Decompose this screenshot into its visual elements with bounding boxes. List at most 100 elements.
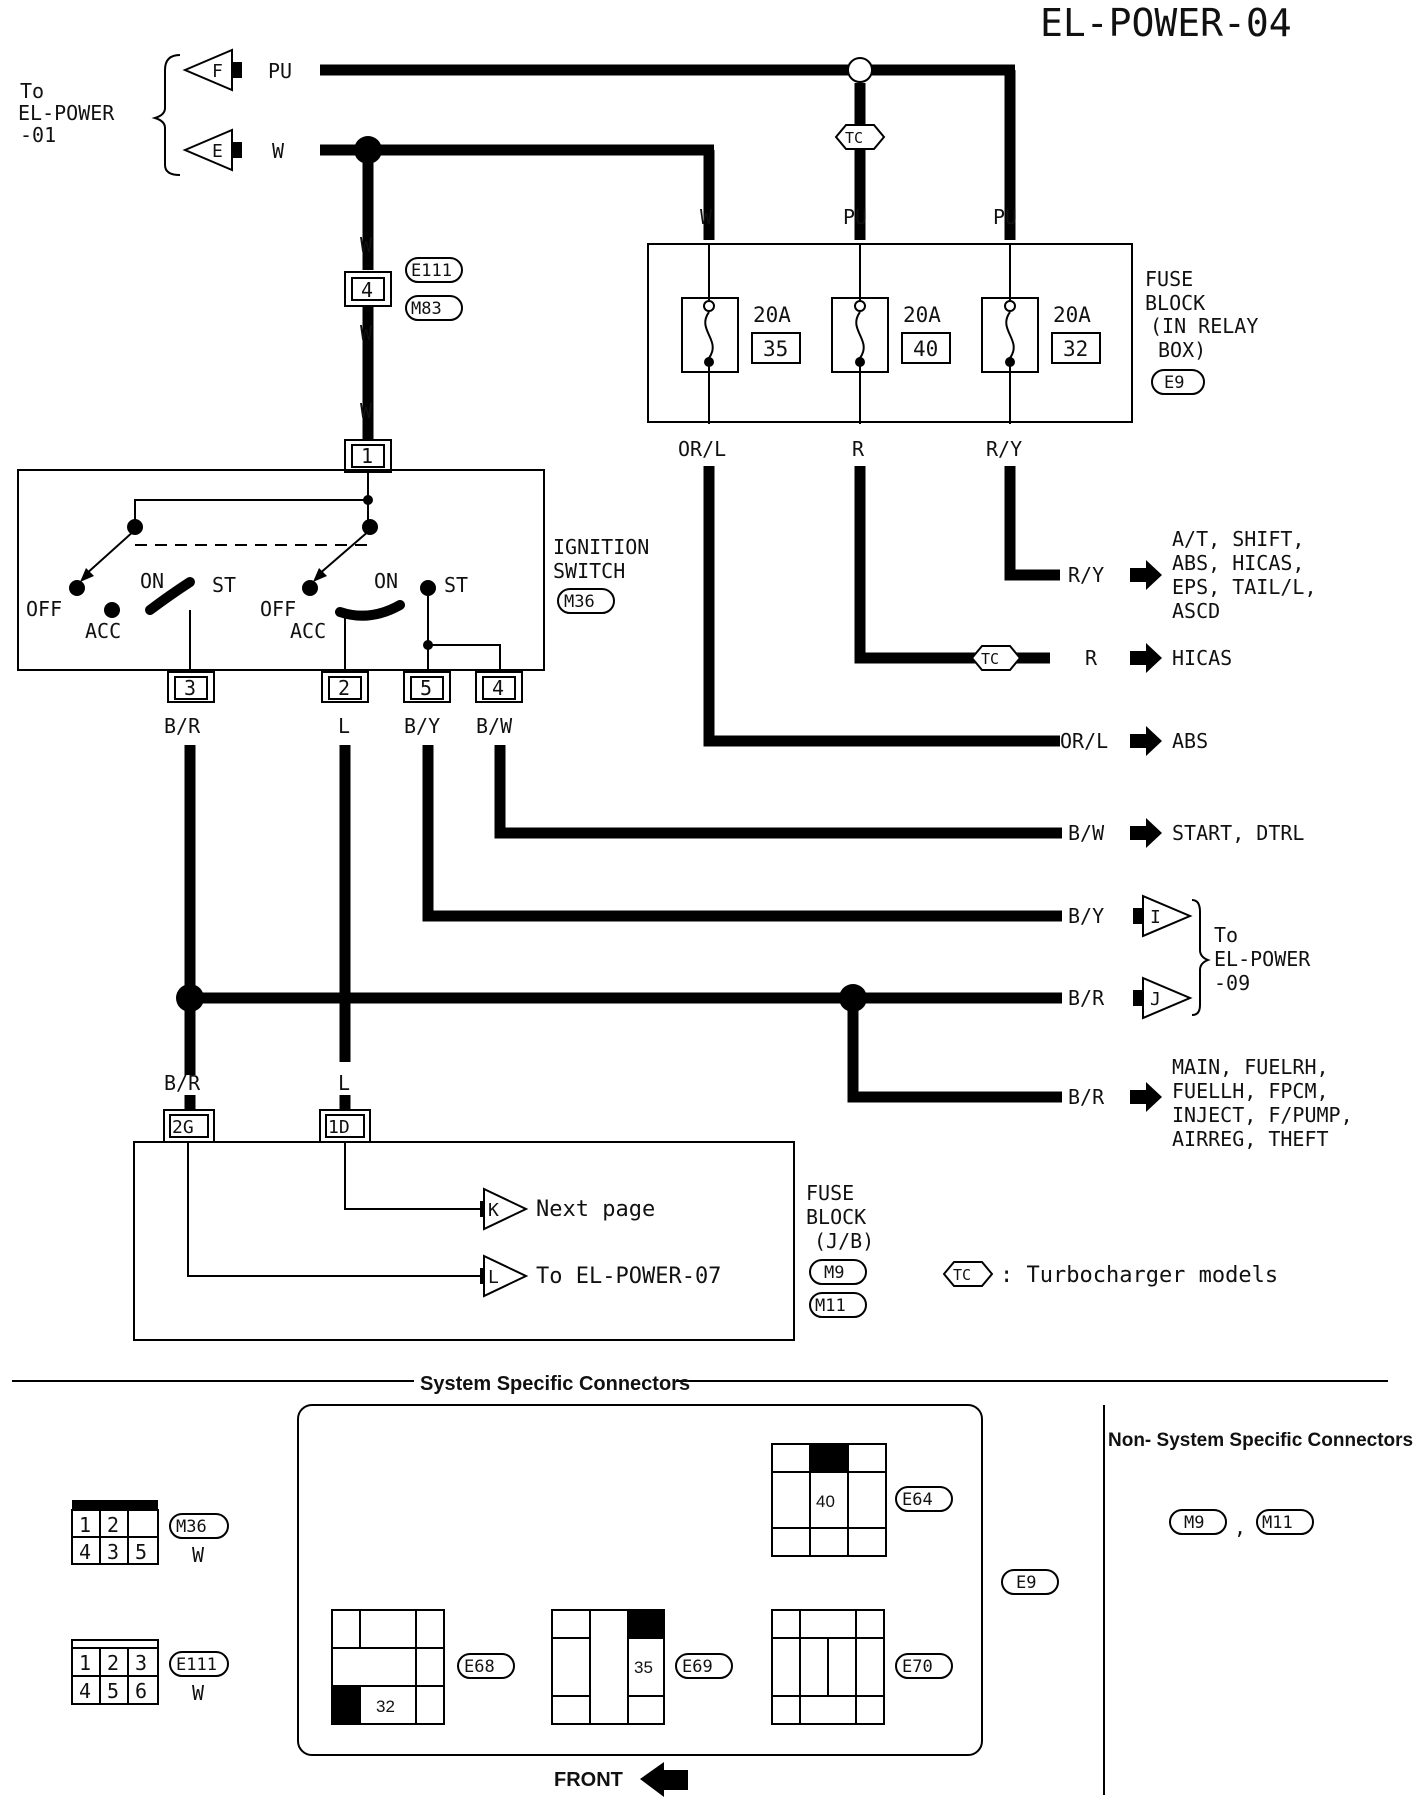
svg-text:ON: ON — [374, 569, 398, 593]
ignition-switch-internals — [69, 472, 501, 672]
connector-M9-badge: M9 — [809, 1259, 867, 1285]
jb-br-wire: B/R — [164, 1071, 201, 1095]
front-label: FRONT — [554, 1769, 623, 1791]
svg-text:FUSE: FUSE — [806, 1181, 854, 1205]
svg-text:E64: E64 — [902, 1490, 933, 1510]
fuse40-num-box — [901, 332, 951, 364]
svg-text:K: K — [488, 1200, 499, 1221]
svg-text:SWITCH: SWITCH — [553, 559, 625, 583]
svg-text:40: 40 — [816, 1492, 835, 1511]
connector-E9-section-badge: E9 — [1001, 1569, 1059, 1595]
svg-text:To: To — [20, 79, 44, 103]
e111-color: W — [192, 1681, 205, 1705]
svg-text:1: 1 — [361, 444, 373, 468]
jb-to-el-power-07[interactable]: To EL-POWER-07 — [536, 1264, 721, 1289]
svg-text:ACC: ACC — [85, 619, 121, 643]
svg-text:TC: TC — [845, 129, 863, 147]
svg-text:OFF: OFF — [26, 597, 62, 621]
fuse32-amp: 20A — [1053, 303, 1091, 327]
svg-text:-01: -01 — [20, 123, 56, 147]
svg-text:M9: M9 — [1184, 1513, 1204, 1533]
svg-text:ASCD: ASCD — [1172, 599, 1220, 623]
svg-text:4: 4 — [79, 1679, 91, 1703]
brace-left — [151, 54, 181, 176]
svg-text:TC: TC — [953, 1266, 971, 1284]
svg-text:BLOCK: BLOCK — [806, 1205, 866, 1229]
svg-text:IGNITION: IGNITION — [553, 535, 649, 559]
to-el-power-09-label: To EL-POWER -09 — [1214, 923, 1311, 995]
system-specific-title: System Specific Connectors — [420, 1373, 690, 1395]
wire-bw — [494, 745, 1062, 839]
out-br2-wire: B/R — [1068, 1085, 1105, 1109]
svg-text:(J/B): (J/B) — [814, 1229, 874, 1253]
fuse-32[interactable] — [981, 244, 1039, 424]
splice-br-left[interactable] — [176, 984, 204, 1012]
ignition-top-connector: 1 — [344, 439, 392, 473]
fuse-40[interactable] — [831, 244, 889, 424]
svg-text:2: 2 — [338, 676, 350, 700]
joint-wire-bottom: W — [360, 399, 373, 423]
non-system-M9-badge: M9 — [1169, 1509, 1227, 1535]
tc-tag-r: TC — [970, 645, 1022, 671]
connector-E70-badge: E70 — [895, 1653, 953, 1679]
svg-text:5: 5 — [107, 1679, 119, 1703]
joint-connector: 4 — [344, 271, 392, 307]
svg-text:2: 2 — [107, 1651, 119, 1675]
svg-text:M83: M83 — [411, 299, 442, 319]
wire-ry — [1004, 466, 1060, 581]
svg-text:I: I — [1150, 907, 1161, 928]
non-system-sep: , — [1234, 1515, 1246, 1539]
arrow-r — [1130, 643, 1162, 673]
jb-next-page[interactable]: Next page — [536, 1197, 655, 1222]
out-br2-dest: MAIN, FUELRH, FUELLH, FPCM, INJECT, F/PU… — [1172, 1055, 1353, 1151]
svg-text:TC: TC — [981, 650, 999, 668]
ignition-pin-5: 5 — [403, 671, 451, 703]
svg-text:2G: 2G — [172, 1117, 194, 1138]
fuse-block-jb-label: FUSE BLOCK (J/B) — [806, 1181, 874, 1253]
connector-M11-badge: M11 — [809, 1292, 867, 1318]
out-bw-dest: START, DTRL — [1172, 821, 1304, 845]
connector-M36-face-badge: M36 — [169, 1513, 229, 1539]
svg-text:4: 4 — [79, 1540, 91, 1564]
connector-face-E69: 35 — [551, 1609, 665, 1725]
fuse32-out-label: R/Y — [986, 437, 1022, 461]
svg-text:ABS, HICAS,: ABS, HICAS, — [1172, 551, 1304, 575]
jb-l-wire: L — [338, 1071, 350, 1095]
brace-right — [1191, 899, 1211, 1016]
svg-text:E68: E68 — [464, 1657, 495, 1677]
fuse40-amp: 20A — [903, 303, 941, 327]
front-arrow-icon — [640, 1762, 688, 1797]
joint-wire-mid: W — [360, 321, 373, 345]
out-br-wire: B/R — [1068, 986, 1105, 1010]
ignition-pin-3: 3 — [167, 671, 215, 703]
svg-text:E: E — [212, 141, 223, 162]
ignition-position-labels: OFF ACC ON ST OFF ACC ON ST — [26, 569, 468, 643]
tc-tag-fuse40: TC — [834, 124, 886, 150]
connector-E9-badge: E9 — [1151, 369, 1205, 395]
out-bw-wire: B/W — [1068, 821, 1105, 845]
svg-text:1: 1 — [79, 1651, 91, 1675]
ignition-switch-label: IGNITION SWITCH — [553, 535, 649, 583]
connector-M36-badge: M36 — [557, 588, 615, 614]
svg-text:EL-POWER: EL-POWER — [1214, 947, 1311, 971]
connector-face-E70 — [771, 1609, 885, 1725]
out-r-dest: HICAS — [1172, 646, 1232, 670]
fuse-35[interactable] — [681, 244, 739, 424]
arrow-br2 — [1130, 1082, 1162, 1112]
connector-M83-badge: M83 — [405, 295, 463, 321]
fuse-block-relay-box — [647, 243, 1133, 423]
wire-orl — [703, 466, 1060, 747]
svg-text:To: To — [1214, 923, 1238, 947]
ignition-pin-2: 2 — [321, 671, 369, 703]
fuse35-amp: 20A — [753, 303, 791, 327]
connector-F-tag: F — [182, 48, 242, 92]
svg-text:ST: ST — [212, 573, 236, 597]
svg-text:ST: ST — [444, 573, 468, 597]
fuse32-num-box — [1051, 332, 1101, 364]
fuse-block-jb-box — [133, 1141, 795, 1341]
jb-pin-1D: 1D — [319, 1109, 371, 1143]
fuse-block-relay-label: FUSE BLOCK (IN RELAY BOX) — [1145, 267, 1258, 362]
fuse32-in-label: PU — [993, 205, 1017, 229]
svg-text:5: 5 — [135, 1540, 147, 1564]
